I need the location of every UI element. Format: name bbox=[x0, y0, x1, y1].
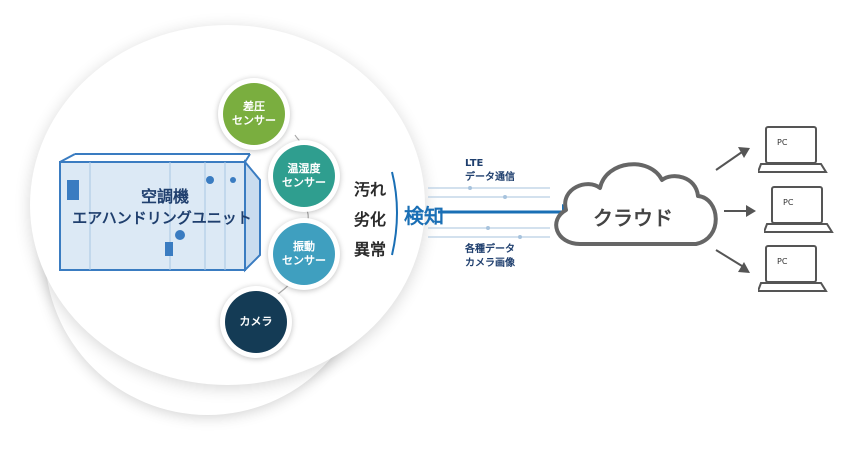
pc-label-2: PC bbox=[783, 198, 794, 207]
sensor-temperature-humidity: 温湿度 センサー bbox=[273, 145, 335, 207]
air-handling-unit-icon bbox=[59, 153, 261, 273]
sensor-vibration: 振動 センサー bbox=[273, 223, 335, 285]
laptop-icon-3 bbox=[758, 245, 828, 292]
condition-degradation: 劣化 bbox=[354, 210, 387, 229]
cloud-label: クラウド bbox=[593, 206, 673, 230]
laptop-icon-1 bbox=[758, 126, 828, 173]
sensor-camera: カメラ bbox=[225, 291, 287, 353]
sensor-differential-pressure: 差圧 センサー bbox=[223, 83, 285, 145]
condition-dirt: 汚れ bbox=[354, 180, 387, 199]
condition-abnormal: 異常 bbox=[354, 240, 387, 259]
detect-label: 検知 bbox=[404, 204, 444, 228]
laptop-icon-2 bbox=[764, 186, 834, 233]
unit-subtitle: エアハンドリングユニット bbox=[72, 209, 252, 227]
lower-label-various-data: 各種データ bbox=[465, 244, 515, 255]
lower-label-camera-images: カメラ画像 bbox=[465, 258, 515, 269]
upper-label-lte: LTE bbox=[465, 158, 484, 169]
upper-label-data-communication: データ通信 bbox=[465, 172, 515, 183]
pc-label-3: PC bbox=[777, 257, 788, 266]
pc-label-1: PC bbox=[777, 138, 788, 147]
unit-title: 空調機 bbox=[140, 187, 189, 206]
